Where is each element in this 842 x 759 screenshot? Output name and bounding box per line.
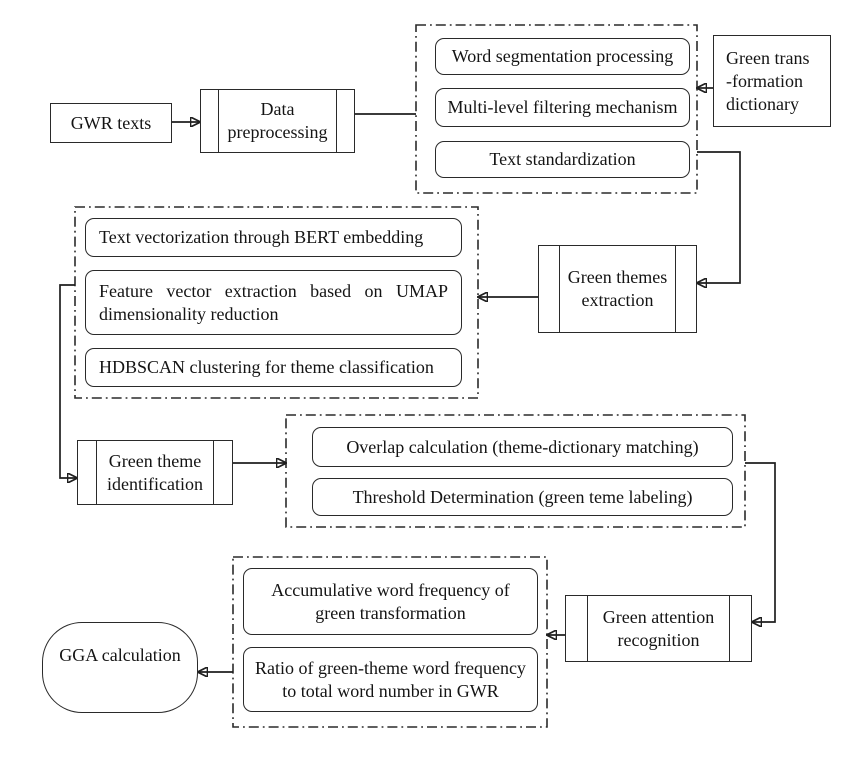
node-green-attention-recognition: Green attention recognition: [565, 595, 752, 662]
preprocessing-group-border: [415, 24, 698, 194]
node-label: Green trans -formation dictionary: [726, 47, 810, 114]
edge-themes-group-to-theme-identification: [59, 284, 77, 478]
node-label: Multi-level filtering mechanism: [447, 97, 678, 117]
node-threshold-determination: Threshold Determination (green teme labe…: [312, 478, 733, 516]
node-text-standardization: Text standardization: [435, 141, 690, 178]
node-hdbscan-clustering: HDBSCAN clustering for theme classificat…: [85, 348, 462, 387]
node-label: Data preprocessing: [227, 99, 328, 142]
node-green-theme-identification: Green theme identification: [77, 440, 233, 505]
node-data-preprocessing: Data preprocessing: [200, 89, 355, 153]
node-green-themes-extraction: Green themes extraction: [538, 245, 697, 333]
node-word-segmentation-processing: Word segmentation processing: [435, 38, 690, 75]
node-label: Overlap calculation (theme-dictionary ma…: [346, 436, 699, 457]
node-label: Green attention recognition: [602, 606, 715, 650]
edge-identification-group-to-attention-recognition: [745, 462, 776, 622]
node-label: Word segmentation processing: [451, 46, 674, 66]
node-label: GWR texts: [70, 112, 152, 133]
node-label: Green theme identification: [107, 450, 203, 494]
node-label: Feature vector extraction based on UMAP …: [99, 281, 448, 324]
node-label: Ratio of green-theme word frequency to t…: [255, 657, 526, 701]
node-gwr-texts: GWR texts: [50, 103, 172, 143]
edge-preprocessing-group-to-themes-extraction: [697, 151, 741, 283]
node-umap-reduction: Feature vector extraction based on UMAP …: [85, 270, 462, 335]
attention-group-border: [232, 556, 548, 728]
node-label: Text standardization: [489, 149, 636, 169]
node-ratio-word-frequency: Ratio of green-theme word frequency to t…: [243, 647, 538, 712]
node-label: Threshold Determination (green teme labe…: [352, 486, 693, 507]
node-label: Accumulative word frequency of green tra…: [271, 579, 510, 623]
node-bert-embedding: Text vectorization through BERT embeddin…: [85, 218, 462, 257]
node-label: GGA calculation: [59, 645, 181, 665]
node-label: Green themes extraction: [567, 267, 668, 310]
node-multi-level-filtering-mechanism: Multi-level filtering mechanism: [435, 88, 690, 127]
themes-group-border: [74, 206, 479, 399]
identification-group-border: [285, 414, 746, 528]
node-label: HDBSCAN clustering for theme classificat…: [99, 357, 434, 377]
node-accumulative-word-frequency: Accumulative word frequency of green tra…: [243, 568, 538, 635]
node-green-transformation-dictionary: Green trans -formation dictionary: [713, 35, 831, 127]
node-label: Text vectorization through BERT embeddin…: [99, 227, 424, 247]
node-gga-calculation: GGA calculation: [42, 622, 198, 713]
node-overlap-calculation: Overlap calculation (theme-dictionary ma…: [312, 427, 733, 467]
